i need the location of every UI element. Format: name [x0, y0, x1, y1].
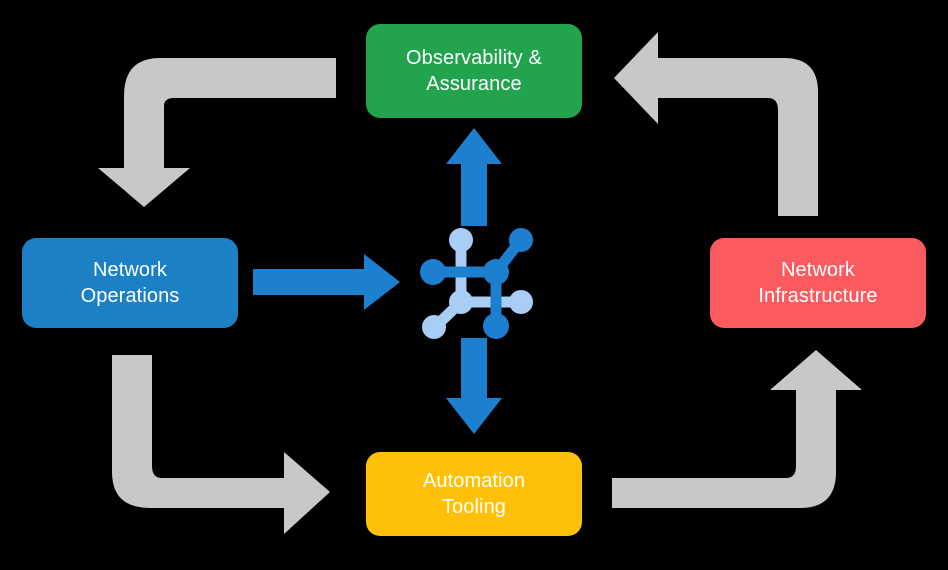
- node-box-observability[interactable]: Observability & Assurance: [366, 24, 582, 118]
- blue-arrow-center-to-observability: [446, 128, 502, 226]
- gray-arrow-operations-to-automation: [112, 355, 330, 534]
- blue-arrow-center-to-automation: [446, 338, 502, 434]
- gray-arrow-automation-to-infrastructure: [612, 350, 862, 508]
- node-box-network-infrastructure[interactable]: Network Infrastructure: [710, 238, 926, 328]
- mesh-nodes-dark: [420, 228, 533, 339]
- network-mesh-icon: [418, 222, 536, 340]
- node-box-network-operations[interactable]: Network Operations: [22, 238, 238, 328]
- blue-arrow-operations-to-center: [253, 254, 400, 310]
- node-label-network-infrastructure: Network Infrastructure: [758, 258, 878, 307]
- gray-arrow-infrastructure-to-observability: [614, 32, 818, 216]
- network-mesh-icon-svg: [420, 228, 533, 339]
- node-label-network-operations: Network Operations: [80, 258, 180, 307]
- gray-arrow-observability-to-operations: [98, 58, 336, 207]
- node-label-automation-tooling: Automation Tooling: [422, 469, 526, 518]
- mesh-nodes-light: [422, 228, 533, 339]
- node-label-observability: Observability & Assurance: [406, 46, 542, 95]
- node-box-automation-tooling[interactable]: Automation Tooling: [366, 452, 582, 536]
